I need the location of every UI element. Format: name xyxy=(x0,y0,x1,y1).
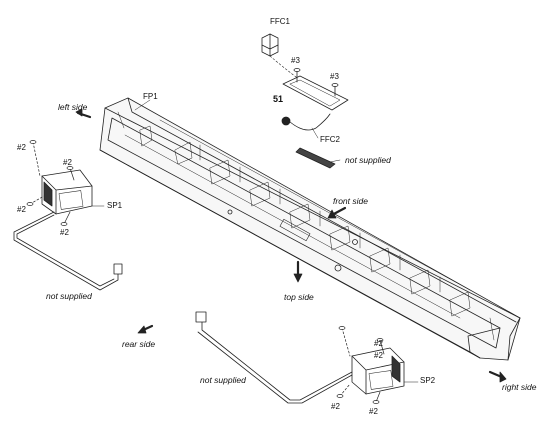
label-screw-2-sp1-c: #2 xyxy=(60,228,69,237)
frame-fp1 xyxy=(99,97,521,361)
label-rear-side: rear side xyxy=(122,339,156,349)
label-not-supplied-top: not supplied xyxy=(345,155,391,165)
label-screw-2-sp2-c: #2 xyxy=(331,402,340,411)
right-side-arrow xyxy=(488,370,507,383)
rear-side-arrow xyxy=(137,324,154,334)
label-screw-2-sp1-b: #2 xyxy=(17,205,26,214)
label-screw-3-right: #3 xyxy=(330,72,339,81)
label-right-side: right side xyxy=(502,382,537,392)
label-front-side: front side xyxy=(333,196,368,206)
ffc1-bracket xyxy=(261,33,279,57)
label-sp1: SP1 xyxy=(107,201,123,210)
label-screw-3-left: #3 xyxy=(291,56,300,65)
speaker-sp1 xyxy=(41,169,93,215)
label-screw-2-sp2-b: #2 xyxy=(374,351,383,360)
label-screw-2-sp2-a: #2 xyxy=(374,339,383,348)
connector-not-supplied-top xyxy=(295,147,336,169)
label-screw-2-sp1-a: #2 xyxy=(63,158,72,167)
label-left-side: left side xyxy=(58,102,88,112)
speaker-sp2 xyxy=(351,347,405,395)
left-side-arrow xyxy=(75,108,92,119)
label-ffc2: FFC2 xyxy=(320,135,340,144)
label-sp2: SP2 xyxy=(420,376,436,385)
label-top-side: top side xyxy=(284,292,314,302)
label-screw-2-sp2-d: #2 xyxy=(369,407,378,416)
sp1-cable xyxy=(13,211,123,291)
label-not-supplied-bottom: not supplied xyxy=(200,375,246,385)
part-51-plate xyxy=(282,75,349,111)
front-side-arrow xyxy=(327,206,347,219)
label-screw-2-sp1-top: #2 xyxy=(17,143,26,152)
screw-3-right xyxy=(331,83,339,97)
sp2-cable xyxy=(195,311,353,404)
screw-3-left xyxy=(293,68,301,83)
label-ffc1: FFC1 xyxy=(270,17,290,26)
label-part-51: 51 xyxy=(273,94,284,104)
label-not-supplied-left: not supplied xyxy=(46,291,92,301)
label-fp1: FP1 xyxy=(143,92,158,101)
ffc2-cable xyxy=(281,113,331,131)
top-side-arrow xyxy=(293,260,303,283)
